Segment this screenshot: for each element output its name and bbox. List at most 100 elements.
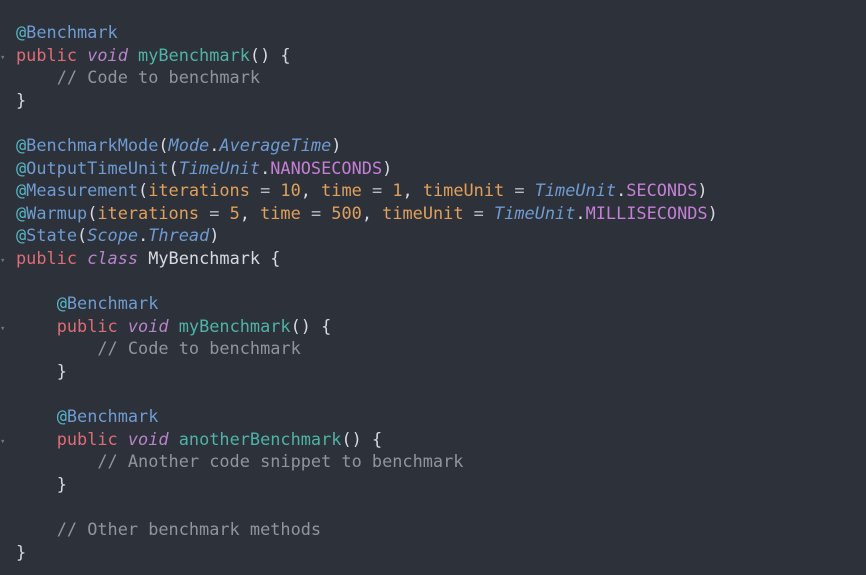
punctuation: ) <box>697 180 708 201</box>
parameter-name: time <box>321 180 362 201</box>
code-editor[interactable]: @Benchmark▾public void myBenchmark() { /… <box>0 21 718 564</box>
number-literal: 1 <box>392 180 403 201</box>
number-literal: 5 <box>229 202 240 223</box>
code-line[interactable]: ​ <box>16 111 718 134</box>
operator: = <box>504 180 535 201</box>
whitespace <box>77 248 87 268</box>
code-line[interactable]: ​ <box>16 495 718 518</box>
punctuation: ( <box>168 157 179 178</box>
code-line[interactable]: // Another code snippet to benchmark <box>16 450 718 473</box>
comment: // Another code snippet to benchmark <box>97 451 464 472</box>
annotation-at: @ <box>16 202 27 223</box>
code-line[interactable]: // Code to benchmark <box>16 337 718 360</box>
punctuation: ( <box>138 180 149 201</box>
number-literal: 500 <box>331 202 362 223</box>
annotation-name: Benchmark <box>26 22 118 42</box>
annotation-at: @ <box>16 225 27 246</box>
type-reference: Scope <box>87 225 139 246</box>
annotation-at: @ <box>56 406 67 427</box>
operator: = <box>249 180 281 201</box>
code-line[interactable]: ▾public class MyBenchmark { <box>0 247 718 270</box>
code-line[interactable]: @Benchmark <box>16 292 718 315</box>
annotation-name: Benchmark <box>66 293 159 314</box>
code-line[interactable]: } <box>16 541 718 564</box>
operator: = <box>361 180 393 201</box>
whitespace <box>118 316 128 336</box>
code-line[interactable]: ▾ public void anotherBenchmark() { <box>0 428 718 451</box>
type-keyword: void <box>127 315 169 336</box>
whitespace <box>169 316 179 336</box>
type-keyword: void <box>127 428 169 449</box>
fold-arrow-icon[interactable]: ▾ <box>0 323 6 334</box>
keyword: public <box>16 247 78 268</box>
parameter-name: iterations <box>97 202 200 223</box>
punctuation: ( <box>77 225 88 246</box>
code-line[interactable]: } <box>16 360 718 383</box>
whitespace <box>77 45 87 65</box>
code-line[interactable]: @Benchmark <box>16 405 718 428</box>
code-line[interactable]: @BenchmarkMode(Mode.AverageTime) <box>16 134 718 157</box>
code-line[interactable]: // Code to benchmark <box>16 66 718 89</box>
punctuation: , <box>239 202 261 223</box>
whitespace <box>16 67 57 87</box>
operator: = <box>199 202 230 223</box>
punctuation: ) <box>209 225 220 246</box>
method-name: myBenchmark <box>138 44 250 65</box>
enum-constant: MILLISECONDS <box>585 202 708 223</box>
operator: = <box>463 202 495 223</box>
whitespace <box>16 316 57 336</box>
code-line[interactable]: } <box>16 473 718 496</box>
punctuation: . <box>209 134 220 155</box>
punctuation: ) <box>331 134 342 155</box>
code-line[interactable]: ▾public void myBenchmark() { <box>0 44 718 67</box>
punctuation: } <box>16 89 27 110</box>
keyword: public <box>56 428 118 449</box>
punctuation: , <box>361 202 383 223</box>
annotation-name: Warmup <box>26 202 88 223</box>
code-line[interactable]: // Other benchmark methods <box>16 518 718 541</box>
whitespace <box>16 429 57 449</box>
code-line[interactable]: ​ <box>16 383 718 406</box>
type-reference: TimeUnit <box>494 202 576 223</box>
punctuation: . <box>138 225 149 246</box>
whitespace <box>16 474 57 494</box>
type-reference: Mode <box>168 134 210 155</box>
annotation-at: @ <box>56 293 67 314</box>
type-reference: TimeUnit <box>178 157 261 178</box>
annotation-at: @ <box>16 180 27 201</box>
punctuation: } <box>56 473 67 494</box>
annotation-at: @ <box>16 22 27 42</box>
comment: // Code to benchmark <box>97 338 301 359</box>
code-line[interactable]: } <box>16 89 718 112</box>
punctuation: . <box>260 157 271 178</box>
fold-arrow-icon[interactable]: ▾ <box>0 52 6 63</box>
type-reference: AverageTime <box>219 134 332 155</box>
code-line[interactable]: @Warmup(iterations = 5, time = 500, time… <box>16 202 718 225</box>
code-line[interactable]: @Benchmark <box>16 21 718 44</box>
whitespace <box>118 429 128 449</box>
code-line[interactable]: @State(Scope.Thread) <box>16 224 718 247</box>
comment: // Code to benchmark <box>56 67 261 88</box>
fold-arrow-icon[interactable]: ▾ <box>0 436 6 447</box>
punctuation: () { <box>249 44 291 65</box>
whitespace <box>169 429 179 449</box>
code-line[interactable]: @OutputTimeUnit(TimeUnit.NANOSECONDS) <box>16 157 718 180</box>
parameter-name: time <box>260 202 301 223</box>
annotation-name: OutputTimeUnit <box>26 157 169 178</box>
enum-constant: NANOSECONDS <box>270 157 383 178</box>
punctuation: () { <box>341 428 383 449</box>
annotation-name: State <box>26 225 78 246</box>
code-line[interactable]: ▾ public void myBenchmark() { <box>0 315 718 338</box>
whitespace <box>16 519 57 539</box>
whitespace <box>16 406 57 426</box>
enum-constant: SECONDS <box>626 180 698 201</box>
code-line[interactable]: @Measurement(iterations = 10, time = 1, … <box>16 179 718 202</box>
annotation-name: Benchmark <box>66 406 159 427</box>
punctuation: ( <box>87 202 98 223</box>
annotation-name: BenchmarkMode <box>26 134 159 155</box>
whitespace <box>128 45 138 65</box>
whitespace <box>16 361 57 381</box>
fold-arrow-icon[interactable]: ▾ <box>0 255 6 266</box>
code-line[interactable]: ​ <box>16 270 718 293</box>
parameter-name: iterations <box>148 180 250 201</box>
